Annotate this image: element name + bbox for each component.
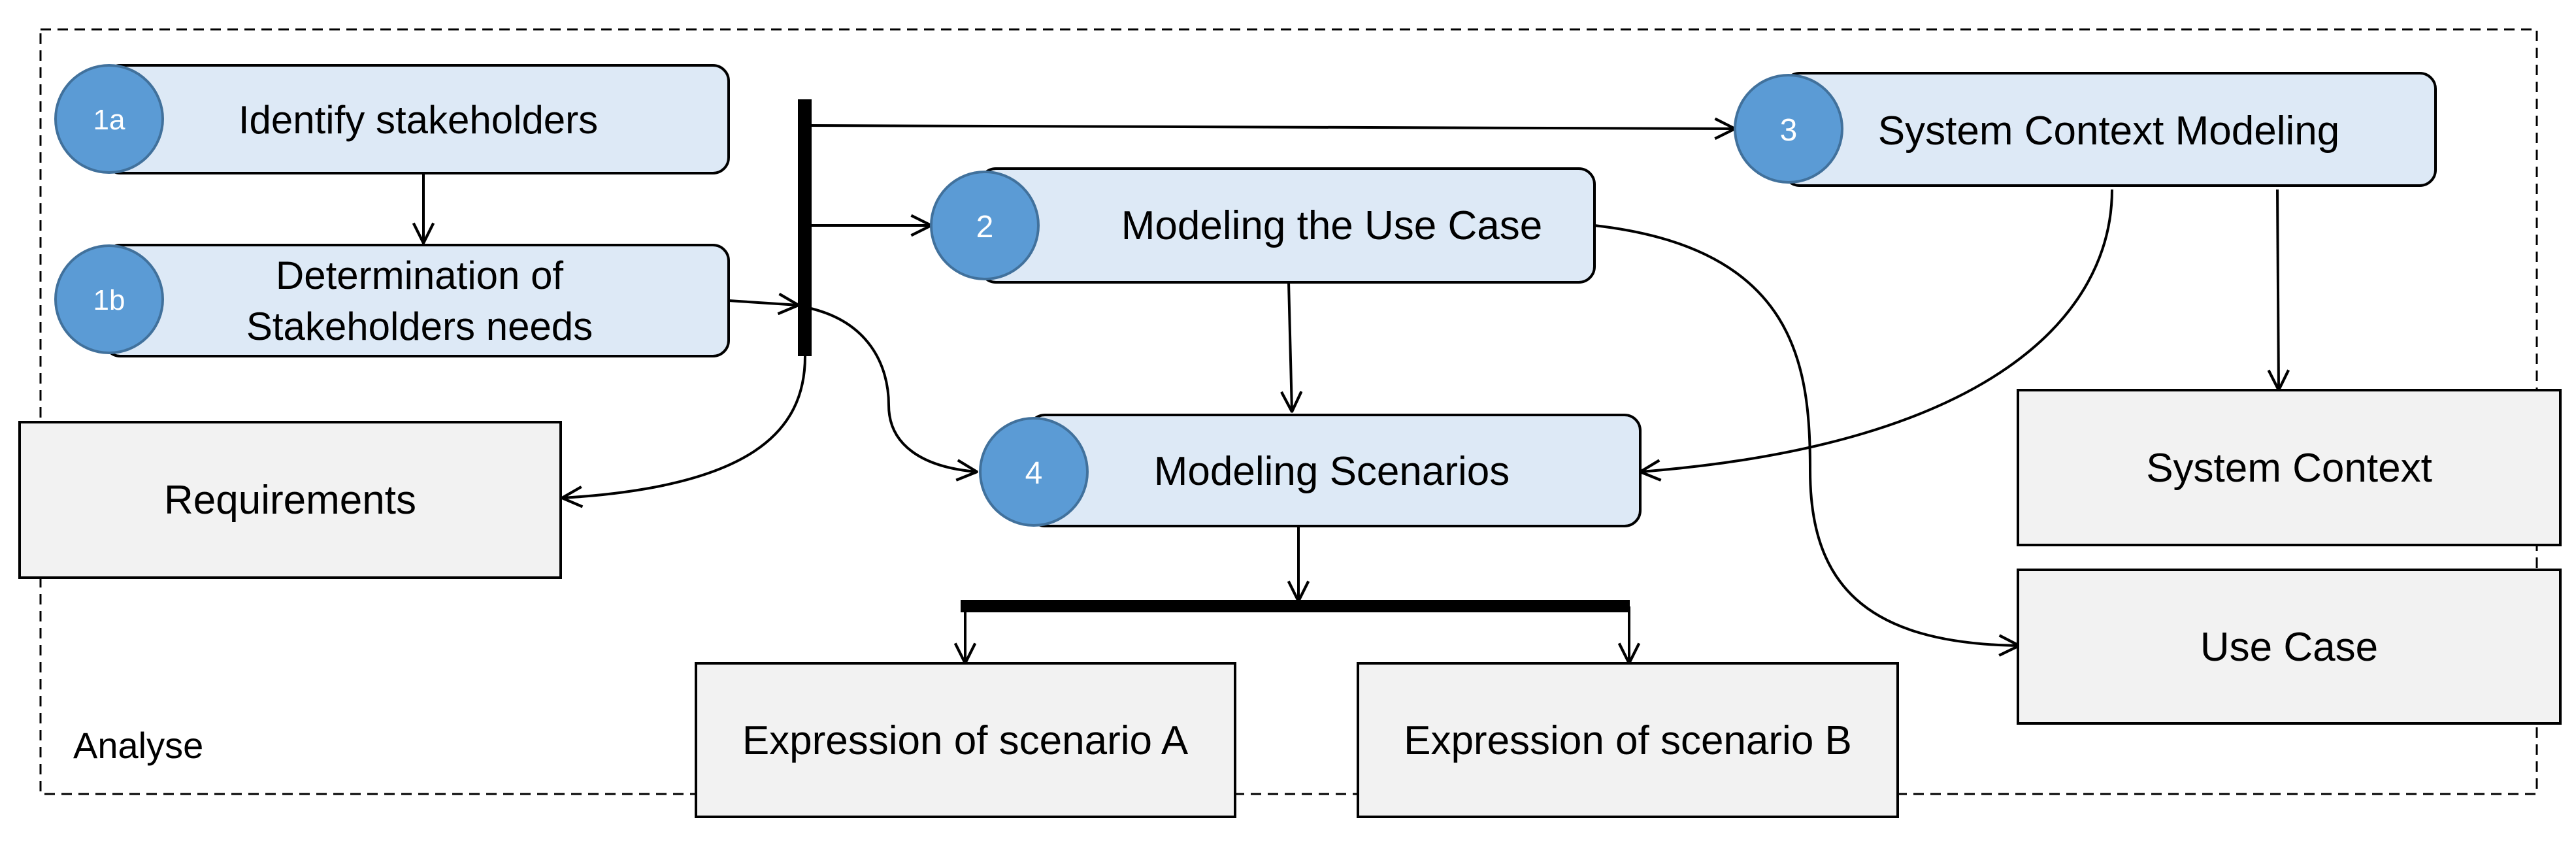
- activity-2-number: 2: [976, 210, 994, 244]
- artifact-requirements-label: Requirements: [164, 478, 416, 523]
- arrow-2-to-usecase: [1594, 224, 2019, 646]
- artifact-scenario-b[interactable]: Expression of scenario B: [1357, 662, 1899, 818]
- fork-bar: [798, 99, 812, 356]
- activity-3-label: System Context Modeling: [1878, 108, 2339, 154]
- arrow-fork-to-requirements: [562, 355, 806, 498]
- activity-4[interactable]: Modeling Scenarios 4: [979, 414, 1642, 527]
- activity-3-number: 3: [1780, 113, 1798, 148]
- activity-1b[interactable]: Determination of Stakeholders needs 1b: [54, 244, 730, 357]
- arrow-3-to-4: [1640, 189, 2113, 472]
- artifact-scenario-a-label: Expression of scenario A: [742, 718, 1189, 763]
- artifact-scenario-b-label: Expression of scenario B: [1404, 718, 1852, 763]
- activity-3-badge: [1734, 74, 1843, 184]
- activity-4-label: Modeling Scenarios: [1154, 449, 1510, 494]
- activity-1a-number: 1a: [93, 104, 125, 136]
- arrow-2-to-4: [1289, 282, 1292, 412]
- activity-1b-label-line2: Stakeholders needs: [246, 305, 593, 348]
- activity-1a-badge: [54, 64, 164, 174]
- artifact-use-case-label: Use Case: [2200, 625, 2378, 670]
- activity-1b-number: 1b: [93, 284, 125, 316]
- activity-2-badge: [930, 171, 1040, 280]
- analyse-label: Analyse: [73, 725, 203, 766]
- artifact-scenario-a[interactable]: Expression of scenario A: [695, 662, 1236, 818]
- activity-1a-label: Identify stakeholders: [239, 98, 598, 142]
- artifact-system-context[interactable]: System Context: [2017, 389, 2562, 546]
- activity-4-number: 4: [1025, 456, 1043, 491]
- activity-4-badge: [979, 417, 1089, 527]
- arrow-3-to-systemcontext: [2277, 189, 2279, 390]
- arrow-1b-to-fork: [728, 301, 799, 305]
- artifact-requirements[interactable]: Requirements: [18, 421, 562, 579]
- artifact-system-context-label: System Context: [2146, 446, 2432, 491]
- arrow-fork-to-4: [804, 306, 977, 472]
- artifact-use-case[interactable]: Use Case: [2017, 569, 2562, 725]
- arrow-fork-to-3: [804, 125, 1735, 129]
- activity-1a[interactable]: Identify stakeholders 1a: [54, 64, 730, 174]
- activity-3[interactable]: System Context Modeling 3: [1734, 72, 2437, 187]
- activity-2-label: Modeling the Use Case: [1121, 203, 1542, 248]
- activity-1b-label-line1: Determination of: [276, 254, 564, 297]
- activity-1b-badge: [54, 244, 164, 354]
- join-bar: [961, 600, 1630, 612]
- activity-2[interactable]: Modeling the Use Case 2: [930, 167, 1596, 284]
